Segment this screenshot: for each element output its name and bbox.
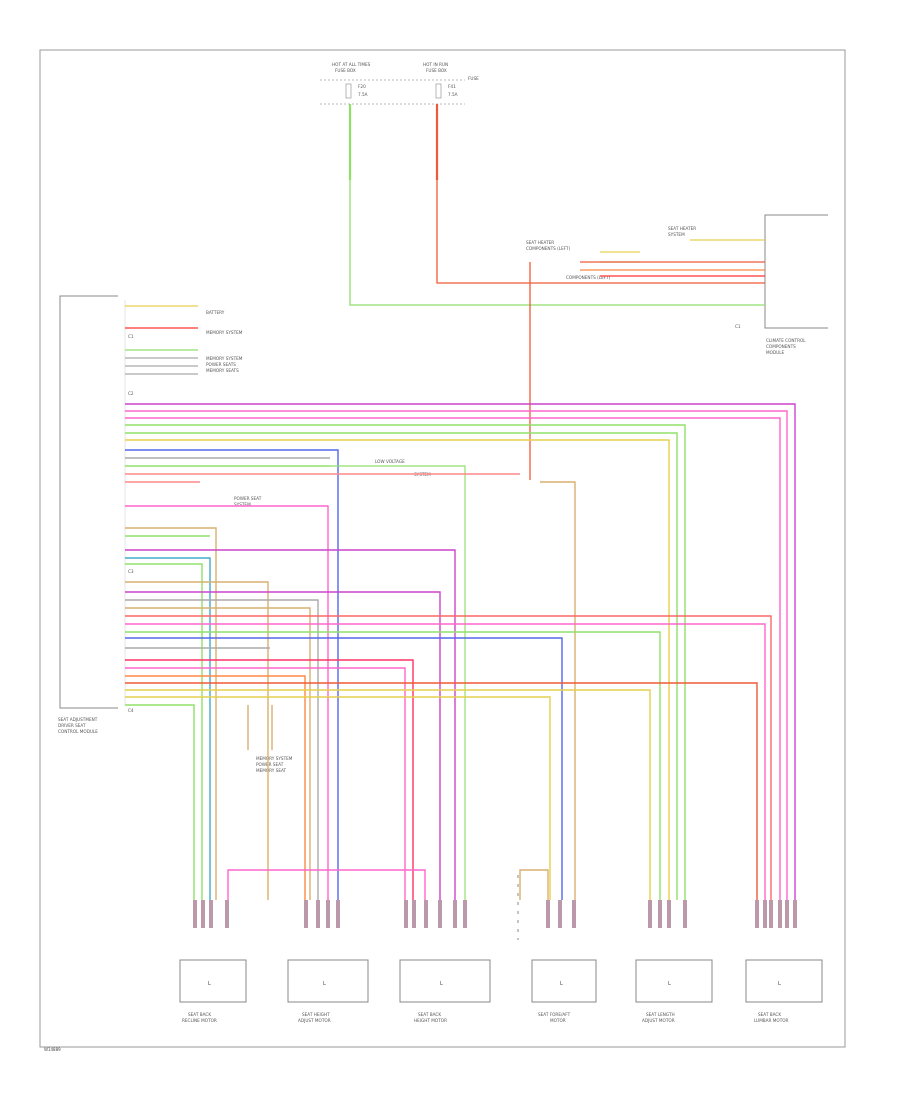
motors: L SEAT BACK RECLINE MOTOR L SEAT HEIGHT … xyxy=(179,875,823,1023)
pin-group-3: C3 xyxy=(128,569,134,574)
motor-1-sub: RECLINE MOTOR xyxy=(182,1018,217,1023)
motor-3: L SEAT BACK HEIGHT MOTOR xyxy=(399,900,491,1023)
pin-group-1: C1 xyxy=(128,334,134,339)
motor-5-sub: ADJUST MOTOR xyxy=(642,1018,675,1023)
left-ref-3b: POWER SEATS xyxy=(206,362,236,367)
fuse-box-left: HOT AT ALL TIMES FUSE BOX F20 7.5A xyxy=(320,62,465,105)
motor-6: L SEAT BACK LUMBAR MOTOR xyxy=(745,900,823,1023)
right-module-connector: C1 xyxy=(735,324,741,329)
svg-text:L: L xyxy=(440,981,443,987)
right-module-line3: MODULE xyxy=(766,350,785,355)
motor-2: L SEAT HEIGHT ADJUST MOTOR xyxy=(287,900,369,1023)
mid-ref-1: POWER SEAT xyxy=(234,496,262,501)
ref-right-mid-2: COMPONENTS (LEFT) xyxy=(526,246,571,251)
ref-right-low: COMPONENTS (LEFT) xyxy=(566,275,611,280)
motor-1: L SEAT BACK RECLINE MOTOR xyxy=(179,900,247,1023)
svg-text:L: L xyxy=(778,981,781,987)
right-module: CLIMATE CONTROL COMPONENTS MODULE C1 SEA… xyxy=(526,214,828,355)
mid-ref-2: SYSTEM xyxy=(234,502,251,507)
ref-right-mid-1: SEAT HEATER xyxy=(526,240,554,245)
bottom-ref-2: POWER SEAT xyxy=(256,762,284,767)
fuse-box-right: HOT IN RUN FUSE BOX F41 7.5A FUSE xyxy=(423,62,479,99)
motor-5: L SEAT LENGTH ADJUST MOTOR xyxy=(635,900,713,1023)
main-module-line2: DRIVER SEAT xyxy=(58,723,86,728)
motor-1-name: SEAT BACK xyxy=(188,1012,211,1017)
main-module-line3: CONTROL MODULE xyxy=(58,729,98,734)
motor-4-name: SEAT FORE/AFT xyxy=(538,1012,571,1017)
center-ref-1: LOW VOLTAGE xyxy=(375,459,405,464)
left-ref-1: BATTERY xyxy=(206,310,225,315)
right-module-line1: CLIMATE CONTROL xyxy=(766,338,806,343)
main-module: SEAT ADJUSTMENT DRIVER SEAT CONTROL MODU… xyxy=(58,295,134,734)
motor-3-sub: HEIGHT MOTOR xyxy=(414,1018,447,1023)
fuse-box-right-sub: FUSE BOX xyxy=(426,68,447,73)
motor-2-name: SEAT HEIGHT xyxy=(302,1012,330,1017)
ref-right-top-2: SYSTEM xyxy=(668,232,685,237)
wires-top xyxy=(348,104,765,480)
left-ref-3c: MEMORY SEATS xyxy=(206,368,239,373)
motor-2-sub: ADJUST MOTOR xyxy=(298,1018,331,1023)
pin-group-2: C2 xyxy=(128,391,134,396)
svg-text:L: L xyxy=(560,981,563,987)
fuse-box-left-sub: FUSE BOX xyxy=(335,68,356,73)
main-module-line1: SEAT ADJUSTMENT xyxy=(58,717,98,722)
wires-main xyxy=(125,403,796,900)
fuse-box-right-title: HOT IN RUN xyxy=(423,62,448,67)
left-ref-3a: MEMORY SYSTEM xyxy=(206,356,243,361)
motor-4-sub: MOTOR xyxy=(550,1018,566,1023)
wires-stubs xyxy=(125,305,198,375)
right-module-line2: COMPONENTS xyxy=(766,344,796,349)
fuse-right-rating: 7.5A xyxy=(448,92,458,97)
motor-6-name: SEAT BACK xyxy=(758,1012,781,1017)
bottom-ref-3: MEMORY SEAT xyxy=(256,768,287,773)
left-ref-2: MEMORY SYSTEM xyxy=(206,330,243,335)
motor-3-name: SEAT BACK xyxy=(418,1012,441,1017)
frame-code: W14889 xyxy=(44,1047,61,1052)
svg-text:L: L xyxy=(323,981,326,987)
bottom-ref-1: MEMORY SYSTEM xyxy=(256,756,293,761)
motor-6-sub: LUMBAR MOTOR xyxy=(754,1018,789,1023)
fuse-box-left-title: HOT AT ALL TIMES xyxy=(332,62,371,67)
svg-text:L: L xyxy=(668,981,671,987)
pin-group-4: C4 xyxy=(128,708,134,713)
svg-text:FUSE: FUSE xyxy=(468,76,479,81)
motor-5-name: SEAT LENGTH xyxy=(646,1012,675,1017)
fuse-left-rating: 7.5A xyxy=(358,92,368,97)
svg-text:L: L xyxy=(208,981,211,987)
frame-border xyxy=(39,49,846,1048)
fuse-left-number: F20 xyxy=(358,84,366,89)
fuse-right-number: F41 xyxy=(448,84,456,89)
motor-4: L SEAT FORE/AFT MOTOR xyxy=(517,875,597,1023)
ref-right-top-1: SEAT HEATER xyxy=(668,226,696,231)
